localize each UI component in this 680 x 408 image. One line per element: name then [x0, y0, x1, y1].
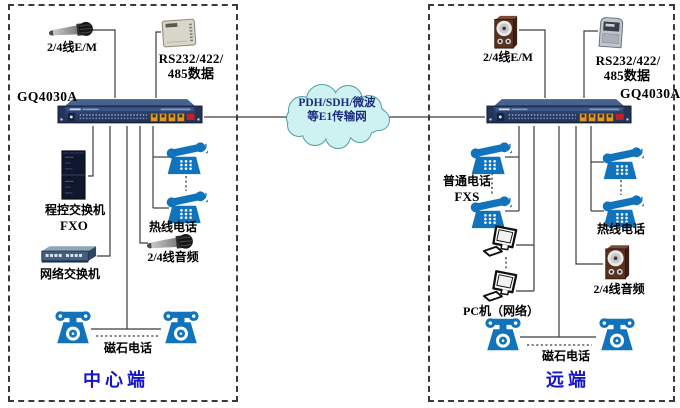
- left-magneto-label: 磁石电话: [103, 341, 153, 355]
- remote-site-panel: [428, 4, 675, 402]
- left-rs232-label-line1: RS232/422/: [158, 51, 224, 66]
- right-fxs-label-line1: 普通电话: [442, 174, 492, 188]
- left-hotline-label: 热线电话: [148, 220, 198, 234]
- left-pbx-label-line2: FXO: [59, 218, 89, 233]
- right-panel-title: 远端: [546, 370, 590, 390]
- magneto-phone-icon: [55, 311, 91, 344]
- speaker-icon: [605, 244, 630, 280]
- right-rs232-label-line2: 485数据: [603, 68, 651, 83]
- cloud-label-line1: PDH/SDH/微波: [298, 97, 376, 109]
- desktop-pc-icon: [482, 270, 518, 302]
- right-hotline-label: 热线电话: [596, 222, 646, 236]
- left-device-label: GQ4030A: [17, 89, 78, 104]
- gq4030a-multiplexer-icon: [57, 98, 203, 124]
- left-pbx-label-line1: 程控交换机: [44, 203, 106, 217]
- right-em-label: 2/4线E/M: [483, 50, 533, 64]
- left-em-label: 2/4线E/M: [47, 40, 97, 54]
- hotline-phone-icon: [165, 141, 208, 175]
- left-lan-switch-label: 网络交换机: [39, 267, 101, 281]
- right-pc-label: PC机（网络）: [463, 304, 539, 318]
- rs232-data-unit-icon: [598, 16, 624, 49]
- magneto-phone-icon: [163, 311, 199, 344]
- pbx-cabinet-icon: [61, 150, 86, 200]
- right-audio-label: 2/4线音频: [593, 282, 645, 296]
- connection-lines: [88, 29, 622, 346]
- left-rs232-label-line2: 485数据: [167, 66, 215, 81]
- gq4030a-multiplexer-icon: [486, 98, 632, 124]
- hotline-phone-icon: [165, 190, 208, 224]
- right-fxs-label-line2: FXS: [454, 189, 480, 204]
- magneto-phone-icon: [485, 318, 521, 351]
- left-audio-label: 2/4线音频: [147, 250, 199, 264]
- right-magneto-label: 磁石电话: [541, 349, 591, 363]
- left-panel-title: 中心端: [83, 370, 149, 390]
- microphone-icon: [48, 21, 94, 40]
- serial-modem-icon: [161, 18, 197, 48]
- hotline-phone-icon: [601, 146, 644, 180]
- fxs-phone-icon: [469, 141, 512, 175]
- magneto-phone-icon: [599, 318, 635, 351]
- right-device-label: GQ4030A: [620, 86, 680, 101]
- right-rs232-label-line1: RS232/422/: [595, 53, 661, 68]
- desktop-pc-icon: [482, 225, 518, 257]
- center-site-panel: [8, 4, 238, 402]
- speaker-icon: [494, 15, 518, 49]
- transport-cloud: [286, 84, 390, 149]
- ethernet-switch-icon: [41, 245, 97, 264]
- cloud-label-line2: 等E1传输网: [307, 111, 367, 123]
